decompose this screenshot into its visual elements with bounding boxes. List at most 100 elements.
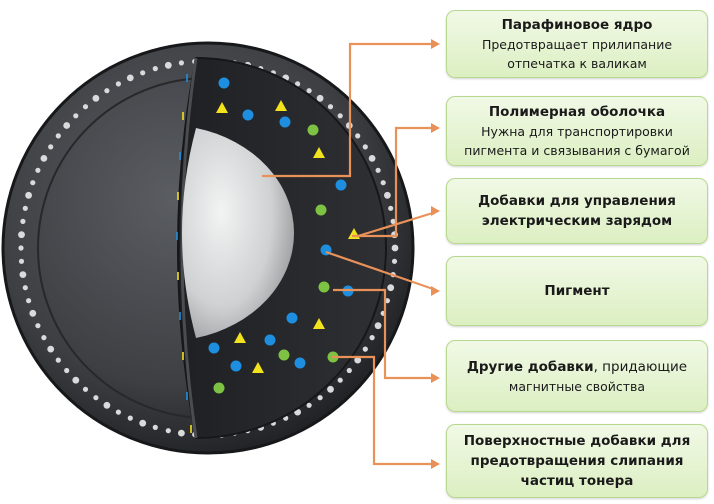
pigment-dot [335, 179, 347, 191]
surface-dot [337, 113, 343, 119]
surface-dot [55, 357, 61, 363]
surface-dot [18, 231, 25, 239]
surface-dot [337, 377, 343, 383]
charge-additive-triangle [234, 332, 246, 343]
label-pigment: Пигмент [446, 256, 708, 326]
surface-dot [391, 258, 398, 264]
label-title: Парафиновое ядро [501, 17, 653, 33]
label-title-suffix: , придающие [593, 358, 688, 375]
cutaway-inner-wall [180, 57, 198, 439]
surface-dot [126, 74, 134, 82]
surface-dot [375, 167, 381, 173]
connector-line [352, 126, 436, 238]
connector-arrowhead [431, 286, 440, 296]
surface-dot [327, 385, 334, 393]
connector-arrowhead [431, 459, 440, 469]
label-charge-control: Добавки для управления электрическим зар… [446, 178, 708, 244]
surface-dot [30, 180, 36, 186]
surface-dot [374, 322, 382, 330]
pigment-particles [176, 74, 360, 433]
surface-dot [25, 191, 32, 199]
charge-additive-triangle [216, 102, 228, 113]
connector-arrowhead [431, 373, 440, 383]
surface-dot [40, 155, 48, 162]
surface-dot [354, 356, 362, 364]
connector-line [332, 355, 436, 466]
surface-dot [306, 88, 312, 94]
surface-dot [104, 88, 110, 94]
surface-dot [48, 144, 54, 150]
surface-dot [47, 345, 55, 353]
surface-dot [82, 386, 89, 392]
surface-dot [384, 191, 391, 199]
charge-additive-triangle [252, 362, 264, 373]
surface-dot [35, 167, 41, 173]
surface-dot [362, 346, 368, 352]
surface-dot [63, 122, 71, 129]
surface-dot [306, 402, 312, 408]
surface-dot [22, 285, 28, 291]
surface-dot [178, 60, 184, 66]
label-description: Нужна для транспортировки пигмента и свя… [464, 124, 690, 158]
charge-additive-triangle [275, 100, 287, 111]
surface-dot [29, 309, 37, 317]
label-title: Другие добавки, придающие [467, 357, 687, 377]
charge-additive-triangle [313, 318, 325, 329]
surface-dot [18, 245, 24, 251]
surface-dot [355, 133, 361, 139]
surface-dot [317, 395, 323, 401]
magnetic-additive-dot [315, 204, 327, 216]
label-magnetic-additives: Другие добавки, придающие магнитные свой… [446, 340, 708, 412]
connector-line [333, 288, 436, 380]
surface-dot [390, 218, 396, 224]
surface-dot [92, 94, 100, 102]
surface-dot [93, 395, 99, 401]
pigment-dot [294, 357, 306, 369]
magnetic-additive-dot [318, 281, 330, 293]
paraffin-core [182, 128, 295, 338]
label-title-bold: Другие добавки [466, 358, 594, 375]
toner-sphere [1, 41, 415, 455]
label-surface-additives: Поверхностные добавки для предотвращения… [446, 424, 708, 498]
surface-dot [327, 104, 334, 110]
surface-dot [362, 144, 368, 150]
pigment-dot [286, 312, 298, 324]
surface-dot [73, 113, 79, 119]
pigment-dot [242, 109, 254, 121]
surface-dot [140, 70, 146, 76]
surface-dot [391, 244, 399, 252]
pigment-dot [218, 77, 230, 89]
pigment-dot [208, 342, 220, 354]
charge-additive-triangle [313, 147, 325, 158]
connector-line [325, 250, 437, 292]
label-paraffin-core: Парафиновое ядро Предотвращает прилипани… [446, 10, 708, 78]
magnetic-additive-dot [278, 349, 290, 361]
label-description: магнитные свойства [508, 378, 646, 394]
pigment-dot [279, 116, 291, 128]
surface-dot [346, 367, 352, 374]
connector-lines [262, 39, 440, 469]
surface-dot [380, 180, 386, 186]
connector-line [262, 42, 436, 178]
surface-dot [64, 367, 70, 374]
surface-dot [127, 415, 133, 421]
surface-dot [164, 61, 172, 69]
surface-dot [41, 335, 47, 341]
surface-dot [295, 81, 301, 87]
surface-dot [20, 218, 26, 224]
connector-arrowhead [431, 39, 440, 49]
surface-dot [387, 284, 395, 292]
connector-arrowhead [431, 206, 440, 216]
magnetic-additive-dot [307, 124, 319, 136]
label-polymer-shell: Полимерная оболочка Нужна для транспорти… [446, 96, 708, 166]
surface-dot [35, 323, 41, 329]
magnetic-additive-dot [213, 382, 225, 394]
surface-dot [22, 205, 28, 211]
surface-dot [103, 401, 111, 409]
surface-dot [18, 258, 25, 264]
surface-dot [388, 205, 394, 211]
surface-dot [316, 94, 324, 102]
surface-dot [165, 428, 171, 434]
surface-dot [152, 424, 158, 430]
label-title: Полимерная оболочка [488, 104, 666, 120]
